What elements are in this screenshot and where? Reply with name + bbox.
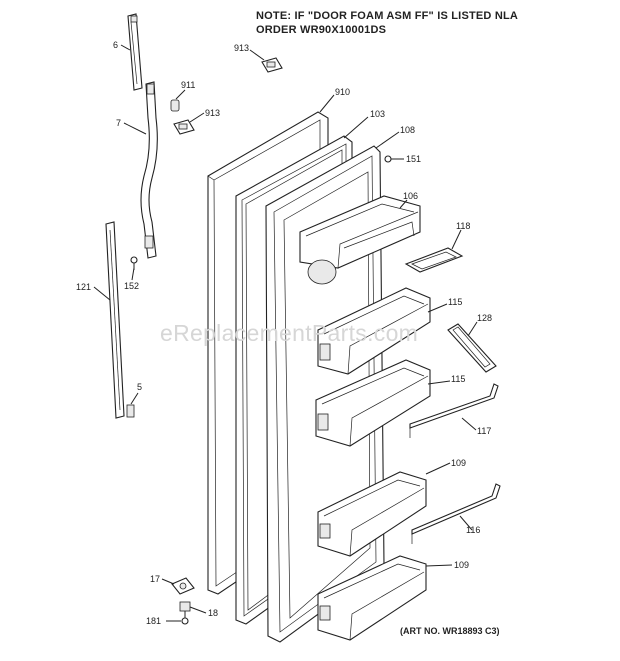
callout-5: 5 (137, 382, 142, 392)
callout-17: 17 (150, 574, 160, 584)
art-number: (ART NO. WR18893 C3) (400, 626, 500, 636)
callout-117: 117 (477, 426, 491, 436)
callout-109-upper: 109 (451, 458, 466, 468)
callout-152: 152 (124, 281, 139, 291)
cap-part-upper (261, 57, 283, 73)
note-line-1: NOTE: IF "DOOR FOAM ASM FF" IS LISTED NL… (256, 10, 519, 22)
hinge-screw-part (181, 617, 189, 625)
callout-911: 911 (181, 80, 195, 90)
callout-151: 151 (406, 154, 421, 164)
callout-7: 7 (116, 118, 121, 128)
long-trim-part (105, 221, 125, 419)
callout-6: 6 (113, 40, 118, 50)
clip-part (126, 404, 135, 418)
door-shelf-upper (317, 287, 431, 375)
callout-18: 18 (208, 608, 218, 618)
dairy-bin-part (299, 195, 421, 285)
callout-109-lower: 109 (454, 560, 469, 570)
watermark: eReplacementParts.com (160, 320, 419, 346)
cap-part-lower (173, 119, 195, 135)
callout-108: 108 (400, 125, 415, 135)
rail-part (447, 323, 497, 373)
door-bin-upper (317, 471, 427, 557)
note-line-2: ORDER WR90X10001DS (256, 24, 387, 36)
small-rail-part (404, 247, 464, 273)
hinge-pin-part (179, 601, 191, 618)
callout-116: 116 (466, 525, 480, 535)
callout-121: 121 (76, 282, 91, 292)
trim-strip-part (127, 13, 143, 91)
callout-103: 103 (370, 109, 385, 119)
plug-part (170, 99, 180, 112)
callout-910: 910 (335, 87, 350, 97)
shelf-bar-lower (411, 483, 501, 544)
callout-106: 106 (403, 191, 418, 201)
door-bin-lower (317, 555, 427, 641)
callout-913-lower: 913 (205, 108, 220, 118)
callout-115-upper: 115 (448, 297, 462, 307)
handle-part (140, 81, 158, 259)
shelf-bar-upper (409, 383, 499, 438)
hinge-bracket-part (171, 577, 195, 595)
door-shelf-lower (315, 359, 431, 447)
leader-lines (93, 44, 478, 622)
callout-115-lower: 115 (451, 374, 465, 384)
callout-181: 181 (146, 616, 161, 626)
callout-118: 118 (456, 221, 470, 231)
callout-128: 128 (477, 313, 492, 323)
callout-913-upper: 913 (234, 43, 249, 53)
